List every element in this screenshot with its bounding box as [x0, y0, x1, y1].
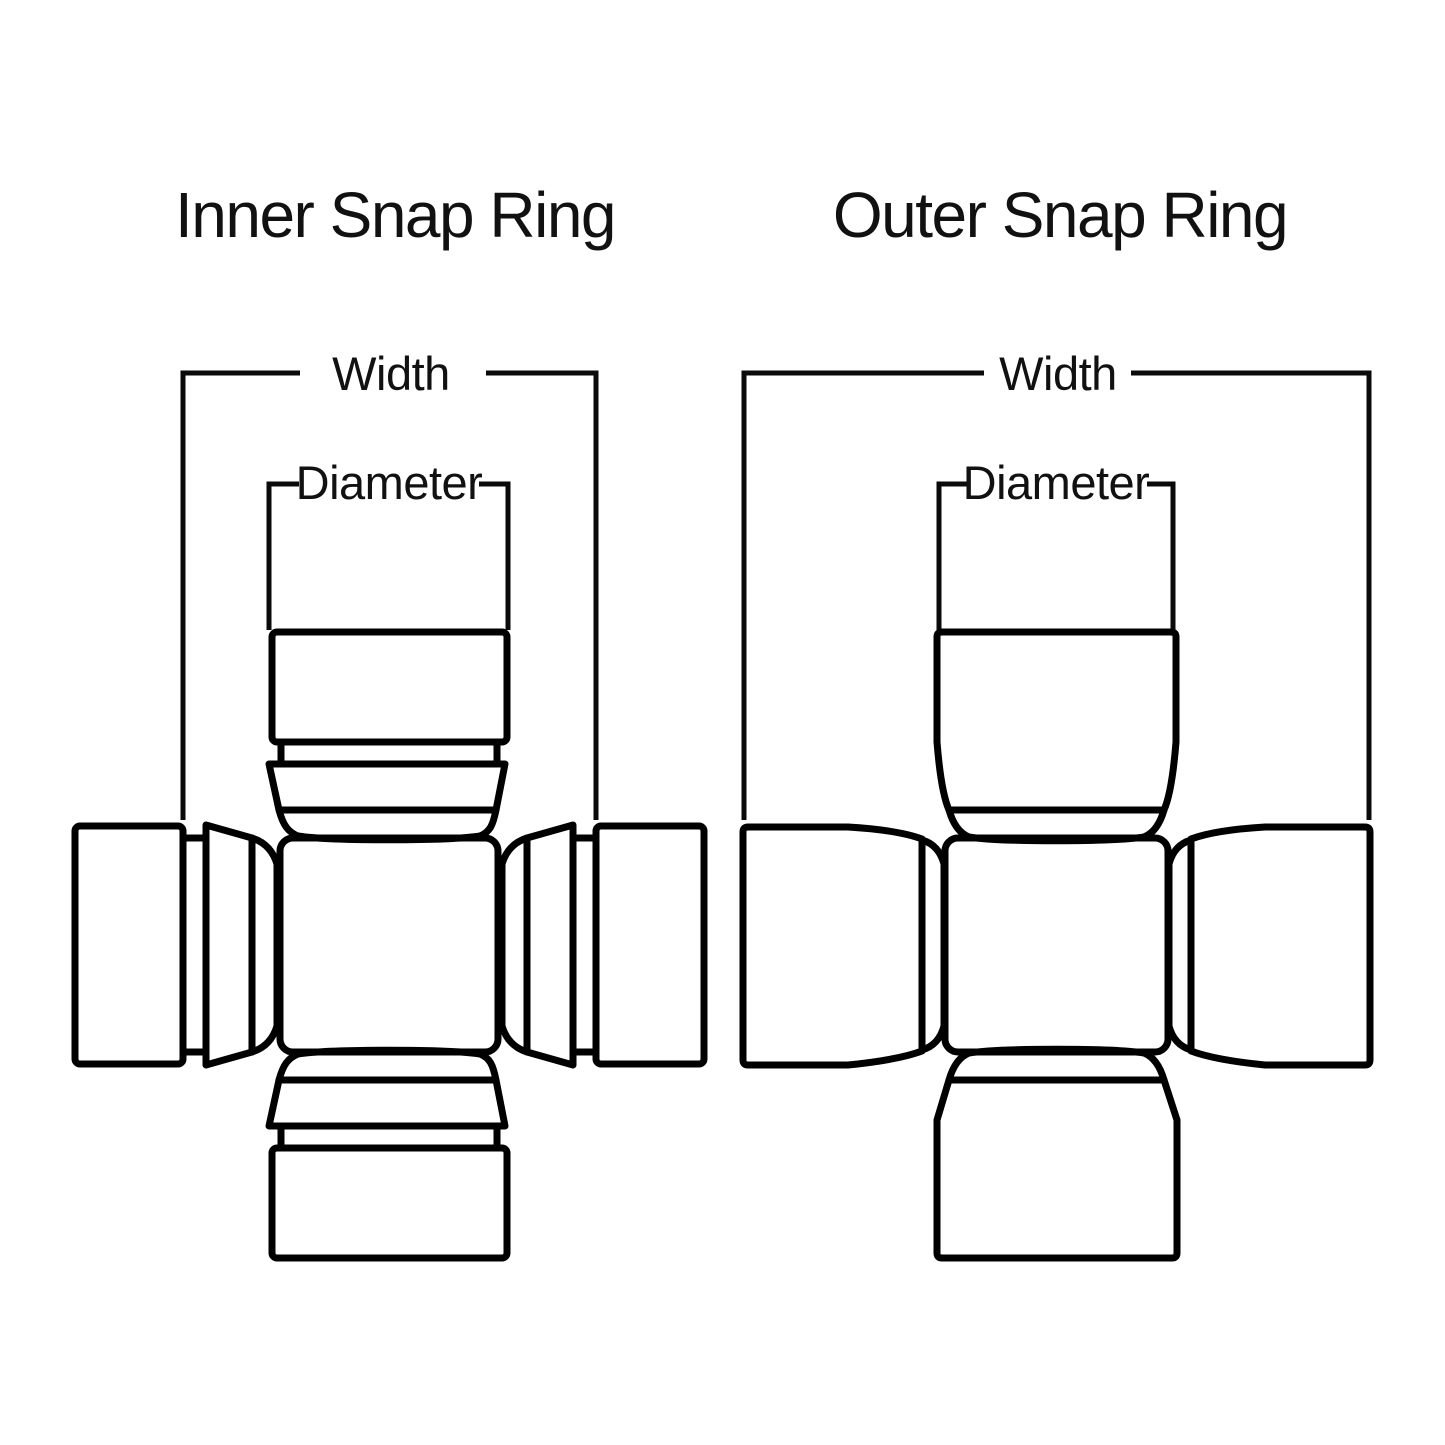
right-bearing-cap [592, 822, 708, 1068]
top-bearing-cap [268, 628, 511, 746]
bottom-snap-ring-flange [265, 1076, 509, 1130]
diameter-bracket-left [936, 481, 967, 630]
left-bearing-cap [71, 822, 187, 1068]
outer-snap-ring-title: Outer Snap Ring [833, 179, 1287, 251]
left-bearing-cap [739, 823, 926, 1069]
top-snap-ring-flange [265, 760, 509, 814]
diagram-outer-snap-ring: Outer Snap Ring Width Diameter [739, 179, 1374, 1262]
diameter-bracket-right [1147, 481, 1176, 630]
right-bearing-cap [1187, 823, 1374, 1069]
inner-snap-ring-title: Inner Snap Ring [175, 179, 615, 251]
top-bearing-cap [933, 628, 1180, 814]
width-bracket-right [1131, 370, 1372, 820]
bottom-trunnion-dome [275, 1046, 500, 1084]
center-body [276, 834, 502, 1056]
inner-width-label: Width [332, 347, 450, 400]
diameter-bracket-left [266, 481, 299, 630]
bottom-trunnion-dome [945, 1045, 1168, 1084]
inner-diameter-label: Diameter [296, 456, 483, 509]
left-trunnion-flare [918, 836, 948, 1054]
right-trunnion-flare [498, 834, 531, 1056]
left-snap-ring [202, 821, 256, 1069]
right-trunnion-flare [1165, 836, 1195, 1054]
outer-diameter-dimension: Diameter [936, 456, 1176, 630]
left-snap-ring-groove [179, 834, 210, 1056]
outer-width-dimension: Width [741, 347, 1372, 820]
outer-ujoint-drawing [739, 628, 1374, 1262]
right-snap-ring [523, 821, 577, 1069]
width-bracket-right [486, 370, 599, 820]
diameter-bracket-right [479, 481, 511, 630]
top-snap-ring-groove [277, 738, 501, 767]
outer-width-label: Width [999, 347, 1117, 400]
diagram-inner-snap-ring: Inner Snap Ring Width Diameter [71, 179, 708, 1262]
outer-diameter-label: Diameter [963, 456, 1150, 509]
inner-ujoint-drawing [71, 628, 708, 1262]
width-bracket-left [180, 370, 300, 820]
inner-diameter-dimension: Diameter [266, 456, 511, 630]
inner-width-dimension: Width [180, 347, 599, 820]
bottom-bearing-cap [933, 1076, 1181, 1262]
center-body [941, 834, 1172, 1056]
width-bracket-left [741, 370, 984, 820]
left-trunnion-flare [248, 834, 281, 1056]
right-snap-ring-groove [569, 834, 600, 1056]
bottom-bearing-cap [268, 1144, 511, 1262]
